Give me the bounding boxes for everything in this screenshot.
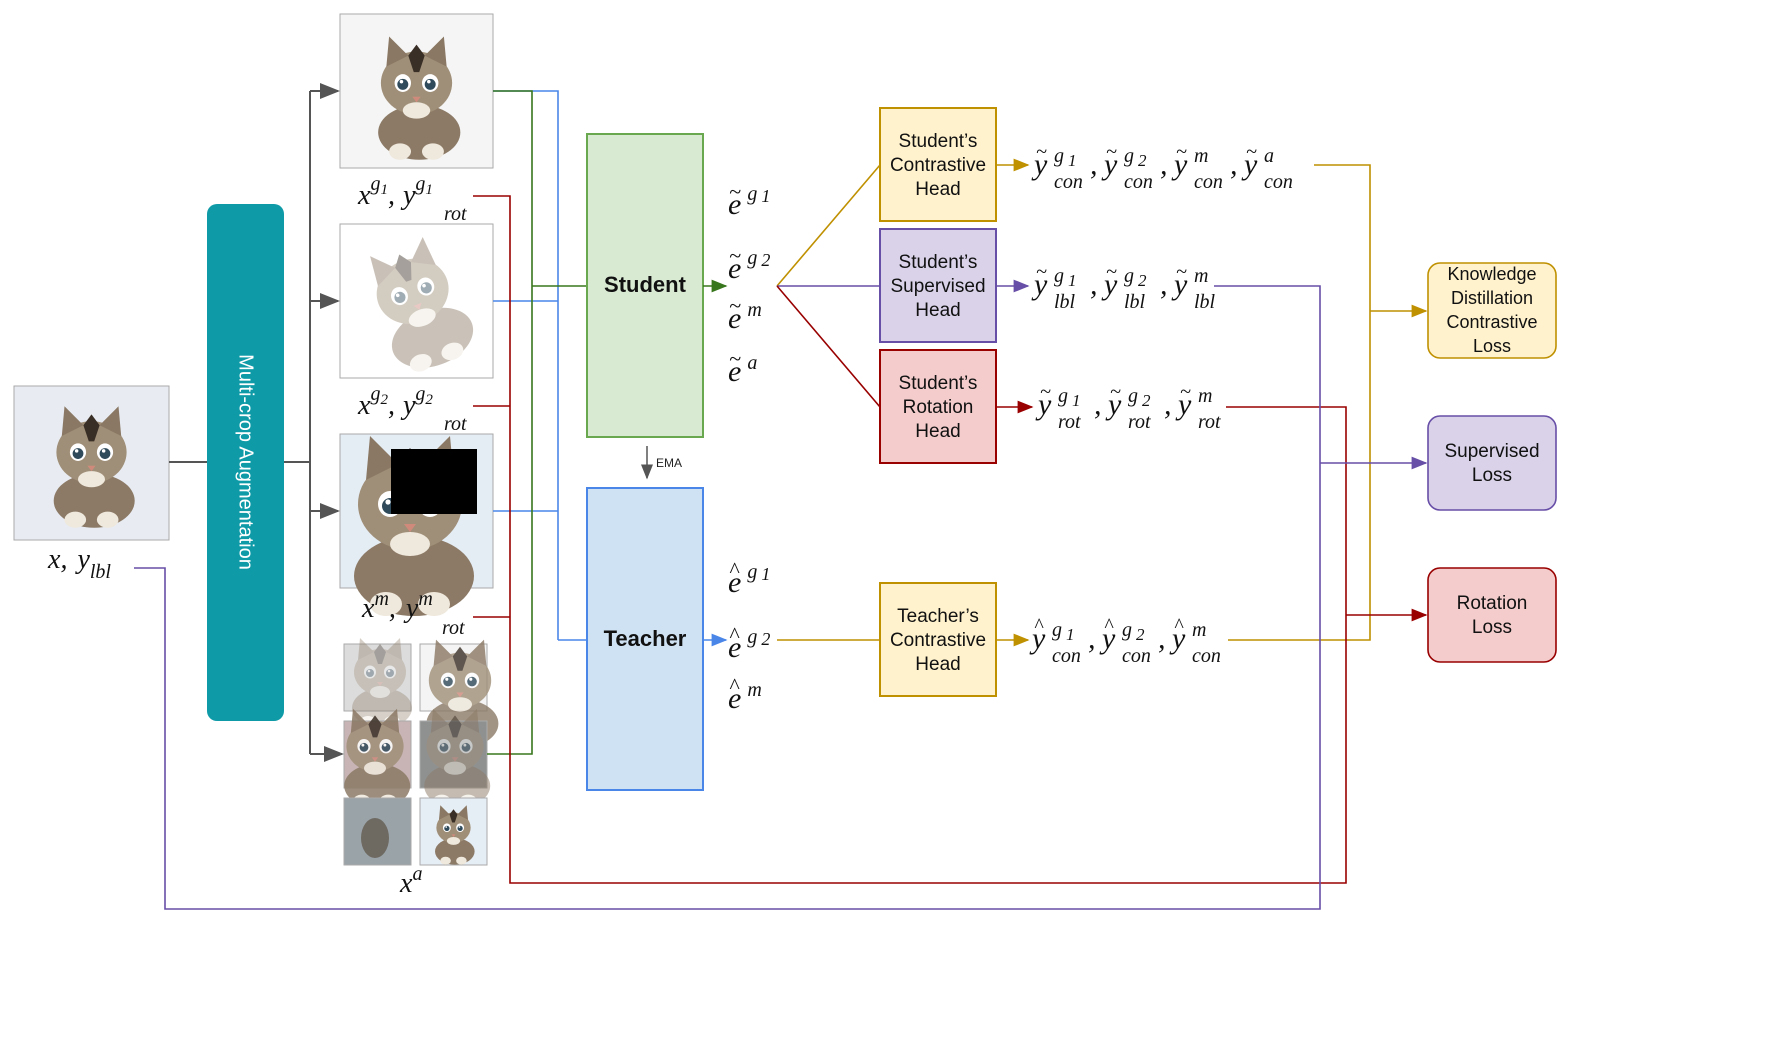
crop-g1-image	[339, 13, 494, 169]
crop-m-rot-sub: rot	[442, 617, 465, 639]
crop-g1-label: xg1,yg1	[357, 173, 433, 211]
augmentation-block	[207, 204, 284, 721]
svg-text:Knowledge: Knowledge	[1447, 264, 1536, 284]
svg-text:Head: Head	[915, 300, 960, 321]
kd-contrastive-loss: Knowledge Distillation Contrastive Loss	[1427, 262, 1557, 359]
student-embedding-e1-accent: ~	[729, 179, 741, 204]
svg-text:Loss: Loss	[1473, 336, 1511, 356]
student-embedding-e3-accent: ~	[729, 293, 741, 318]
svg-text:Distillation: Distillation	[1451, 288, 1533, 308]
student-label: Student	[604, 272, 687, 297]
svg-text:Head: Head	[915, 421, 960, 442]
svg-text:Student’s: Student’s	[899, 131, 978, 152]
crop-g1-rot-sub: rot	[444, 203, 467, 225]
student-contrastive-head: Student’s Contrastive Head	[879, 107, 997, 222]
crop-a-images	[343, 638, 499, 866]
crop-a-label: xa	[399, 863, 422, 899]
input-label: x,ylbl	[47, 544, 111, 583]
teacher-input-connectors	[493, 90, 586, 641]
student-supervised-head: Student’s Supervised Head	[879, 228, 997, 343]
svg-text:Teacher’s: Teacher’s	[897, 606, 979, 627]
svg-text:Contrastive: Contrastive	[890, 630, 986, 651]
student-embedding-e4-accent: ~	[729, 346, 741, 371]
svg-text:Head: Head	[915, 179, 960, 200]
svg-text:Student’s: Student’s	[899, 252, 978, 273]
teacher-embedding-e1-accent: ^	[729, 557, 740, 582]
teacher-embedding-e2-accent: ^	[729, 622, 740, 647]
student-input-connectors	[487, 90, 586, 755]
teacher-block	[586, 487, 704, 791]
student-rotation-head: Student’s Rotation Head	[879, 349, 997, 464]
student-block	[586, 133, 704, 438]
mask-block	[391, 449, 477, 514]
svg-text:Loss: Loss	[1472, 617, 1512, 638]
svg-text:Supervised: Supervised	[890, 276, 985, 297]
supervised-loss: Supervised Loss	[1427, 415, 1557, 511]
rotation-loss-routing	[473, 195, 1428, 884]
svg-text:Loss: Loss	[1472, 465, 1512, 486]
teacher-embedding-e3-accent: ^	[729, 673, 740, 698]
augmentation-label: Multi-crop Augmentation	[235, 354, 257, 570]
svg-text:Rotation: Rotation	[1457, 593, 1528, 614]
svg-text:Supervised: Supervised	[1444, 441, 1539, 462]
crop-g2-label: xg2,yg2	[357, 383, 433, 421]
teacher-contrastive-head: Teacher’s Contrastive Head	[879, 582, 997, 697]
svg-text:Student’s: Student’s	[899, 373, 978, 394]
svg-text:Contrastive: Contrastive	[890, 155, 986, 176]
crop-m-image	[339, 433, 494, 616]
augmentation-connectors	[169, 83, 344, 762]
crop-g2-image	[339, 223, 494, 379]
student-embedding-e2-accent: ~	[729, 243, 741, 268]
svg-text:Head: Head	[915, 654, 960, 675]
crop-m-label: xm,ym	[361, 588, 433, 624]
kd-loss-routing	[1228, 164, 1428, 641]
supervised-loss-routing	[134, 285, 1428, 910]
crop-g2-rot-sub: rot	[444, 413, 467, 435]
input-image	[13, 385, 170, 541]
teacher-label: Teacher	[604, 626, 687, 651]
rotation-loss: Rotation Loss	[1427, 567, 1557, 663]
ema-label: EMA	[656, 456, 682, 470]
svg-text:Contrastive: Contrastive	[1446, 312, 1537, 332]
svg-text:Rotation: Rotation	[903, 397, 974, 418]
to-rotation-line	[776, 285, 881, 408]
to-contrastive-line	[776, 164, 881, 287]
